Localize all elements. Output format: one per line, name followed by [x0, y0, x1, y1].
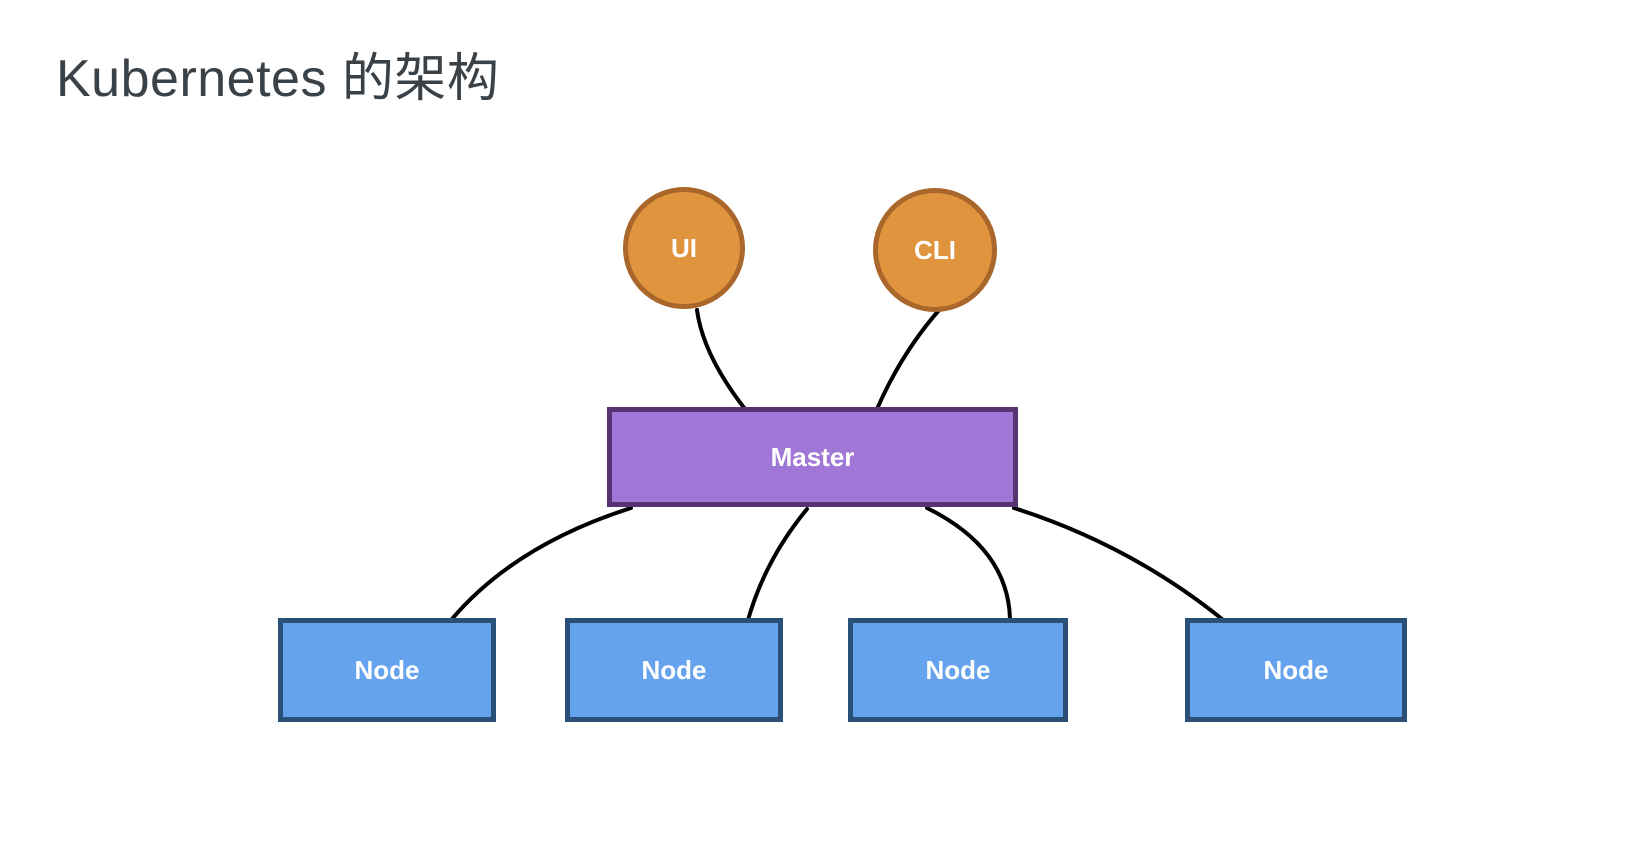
client-circle-ui-label: UI: [671, 232, 697, 263]
connector-master-node3: [925, 506, 1012, 621]
node-box-4: Node: [1185, 618, 1407, 722]
connector-ui-master: [695, 308, 747, 411]
node-box-3: Node: [848, 618, 1068, 722]
node-box-4-label: Node: [1263, 654, 1329, 685]
node-box-3-label: Node: [925, 654, 991, 685]
client-circle-cli-label: CLI: [914, 234, 956, 265]
master-box: Master: [607, 407, 1018, 507]
node-box-2-label: Node: [641, 654, 707, 685]
page-title: Kubernetes 的架构: [56, 50, 500, 108]
connector-cli-master: [875, 307, 942, 411]
node-box-1: Node: [278, 618, 496, 722]
node-box-2: Node: [565, 618, 783, 722]
connector-master-node2: [746, 507, 809, 622]
connector-master-node1: [450, 506, 633, 621]
node-box-1-label: Node: [354, 654, 420, 685]
master-box-label: Master: [770, 441, 855, 472]
client-circle-ui: UI: [623, 187, 745, 309]
client-circle-cli: CLI: [873, 188, 997, 312]
connector-master-node4: [1012, 506, 1224, 621]
